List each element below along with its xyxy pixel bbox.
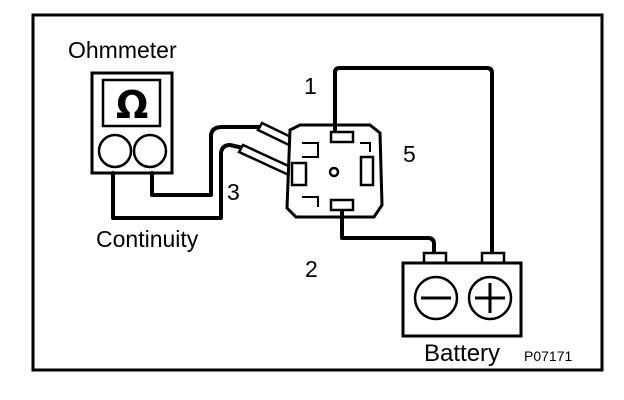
figure-code: P07171 bbox=[524, 348, 573, 364]
continuity-label: Continuity bbox=[96, 226, 199, 252]
relay-terminal-1 bbox=[329, 130, 355, 144]
battery-lead-positive bbox=[333, 66, 494, 255]
relay-center-pin bbox=[328, 166, 340, 178]
battery-lead-negative bbox=[340, 210, 436, 255]
relay-terminal-3 bbox=[290, 161, 308, 187]
battery-leads bbox=[333, 66, 494, 255]
relay-terminal-2 bbox=[329, 198, 355, 212]
ohmmeter-label: Ohmmeter bbox=[68, 37, 177, 63]
figure-frame bbox=[31, 13, 604, 372]
ohmmeter-left-jack bbox=[97, 133, 133, 169]
relay-inner-outline bbox=[302, 142, 371, 207]
ohmmeter-lead-left bbox=[111, 143, 254, 220]
terminal-1-label: 1 bbox=[304, 73, 317, 99]
battery-label: Battery bbox=[424, 340, 501, 367]
ohmmeter bbox=[90, 71, 174, 175]
ohmmeter-leads bbox=[111, 125, 270, 220]
terminal-3-label: 3 bbox=[227, 179, 240, 205]
ohmmeter-lead-right bbox=[150, 125, 270, 197]
battery bbox=[401, 251, 523, 338]
relay-terminal-5 bbox=[359, 155, 375, 187]
ohmmeter-right-jack bbox=[132, 133, 168, 169]
ohmmeter-display bbox=[101, 78, 162, 128]
terminal-2-label: 2 bbox=[305, 256, 318, 282]
ohm-symbol: Ω bbox=[116, 83, 149, 127]
relay bbox=[285, 123, 384, 219]
terminal-5-label: 5 bbox=[403, 141, 416, 167]
